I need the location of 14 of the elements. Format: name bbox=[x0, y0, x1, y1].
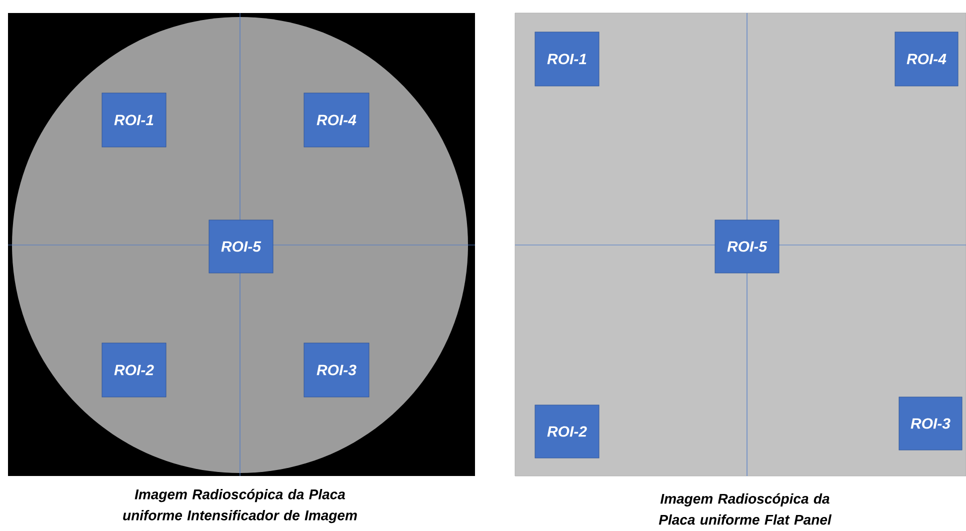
roi-box: ROI-4 bbox=[304, 92, 370, 148]
roi-box: ROI-2 bbox=[102, 342, 166, 398]
radiograph-image bbox=[8, 12, 476, 476]
image-caption: Imagem Radioscópica da Placa uniforme Flat Panel bbox=[658, 493, 832, 525]
roi-box: ROI-5 bbox=[208, 220, 274, 274]
roi-box: ROI-1 bbox=[102, 92, 166, 148]
roi-box: ROI-4 bbox=[894, 32, 958, 86]
roi-box: ROI-3 bbox=[898, 396, 962, 450]
roi-box: ROI-5 bbox=[714, 220, 780, 274]
image-caption: Imagem Radioscópica da Placa uniforme Intensificador de Imagem bbox=[123, 488, 357, 524]
roi-box: ROI-1 bbox=[534, 32, 600, 86]
roi-box: ROI-2 bbox=[534, 404, 600, 458]
radiograph-image bbox=[514, 12, 966, 476]
roi-box: ROI-3 bbox=[304, 342, 370, 398]
